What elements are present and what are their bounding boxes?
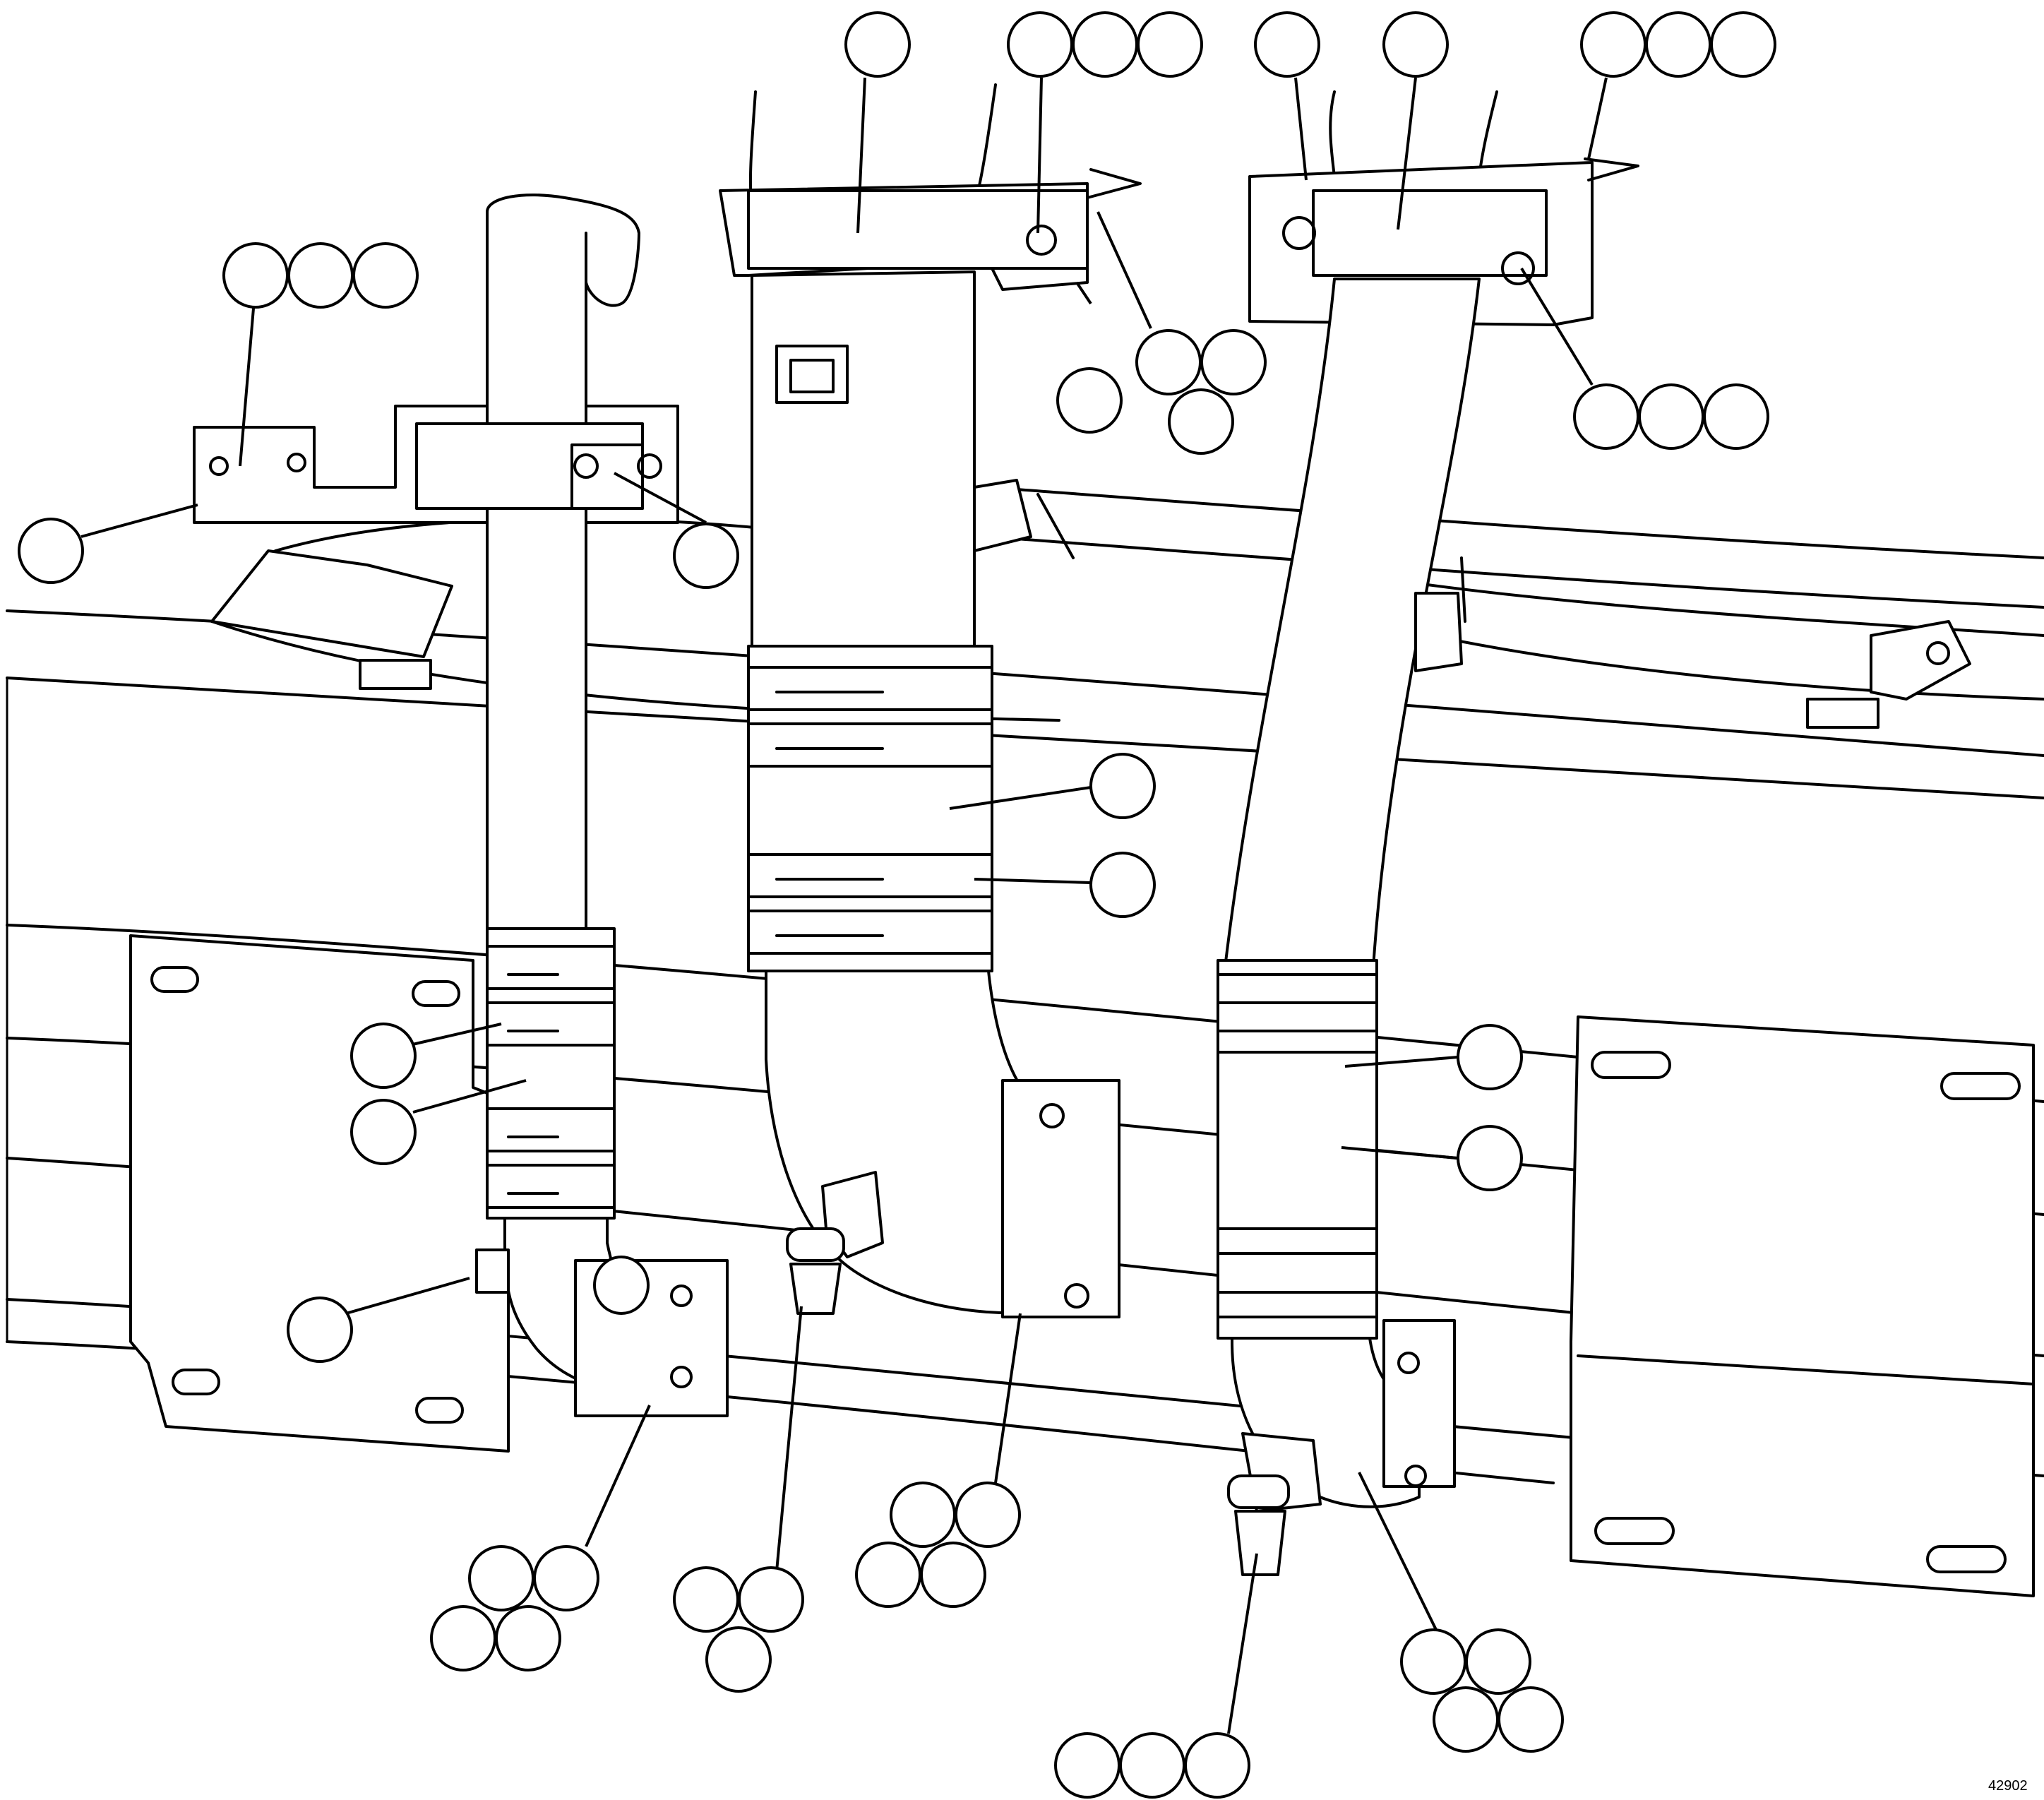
callout-C8	[1457, 1125, 1523, 1191]
callout-bubbles	[18, 11, 1776, 1799]
leader-lines	[80, 77, 1608, 1734]
callout-C2	[1089, 753, 1156, 819]
callout-A2	[1007, 11, 1203, 78]
left-exhaust-pipe	[193, 193, 729, 1417]
callout-A3	[1254, 11, 1320, 78]
callout-B5	[1573, 383, 1769, 450]
callout-C6	[287, 1297, 353, 1363]
callout-B2	[1056, 367, 1123, 434]
callout-C7	[1457, 1024, 1523, 1090]
middle-exhaust-pipe	[719, 83, 1142, 1318]
callout-B4	[1135, 329, 1267, 455]
callout-C1	[18, 518, 84, 584]
callout-D2	[673, 1566, 804, 1693]
callout-A1	[844, 11, 911, 78]
callout-C3	[1089, 852, 1156, 918]
callout-D5	[1054, 1732, 1250, 1799]
callout-D3	[855, 1482, 1021, 1608]
figure-number: 42902	[1988, 1778, 2028, 1794]
right-exhaust-pipe	[1217, 90, 1639, 1576]
callout-A5	[1580, 11, 1776, 78]
callout-D1	[430, 1545, 599, 1671]
background-crossmember	[210, 486, 2044, 729]
callout-C5	[350, 1099, 417, 1165]
callout-A4	[1382, 11, 1449, 78]
callout-C4	[350, 1023, 417, 1089]
callout-D4	[1400, 1628, 1564, 1753]
callout-B1	[222, 242, 419, 309]
callout-B3	[673, 523, 739, 589]
